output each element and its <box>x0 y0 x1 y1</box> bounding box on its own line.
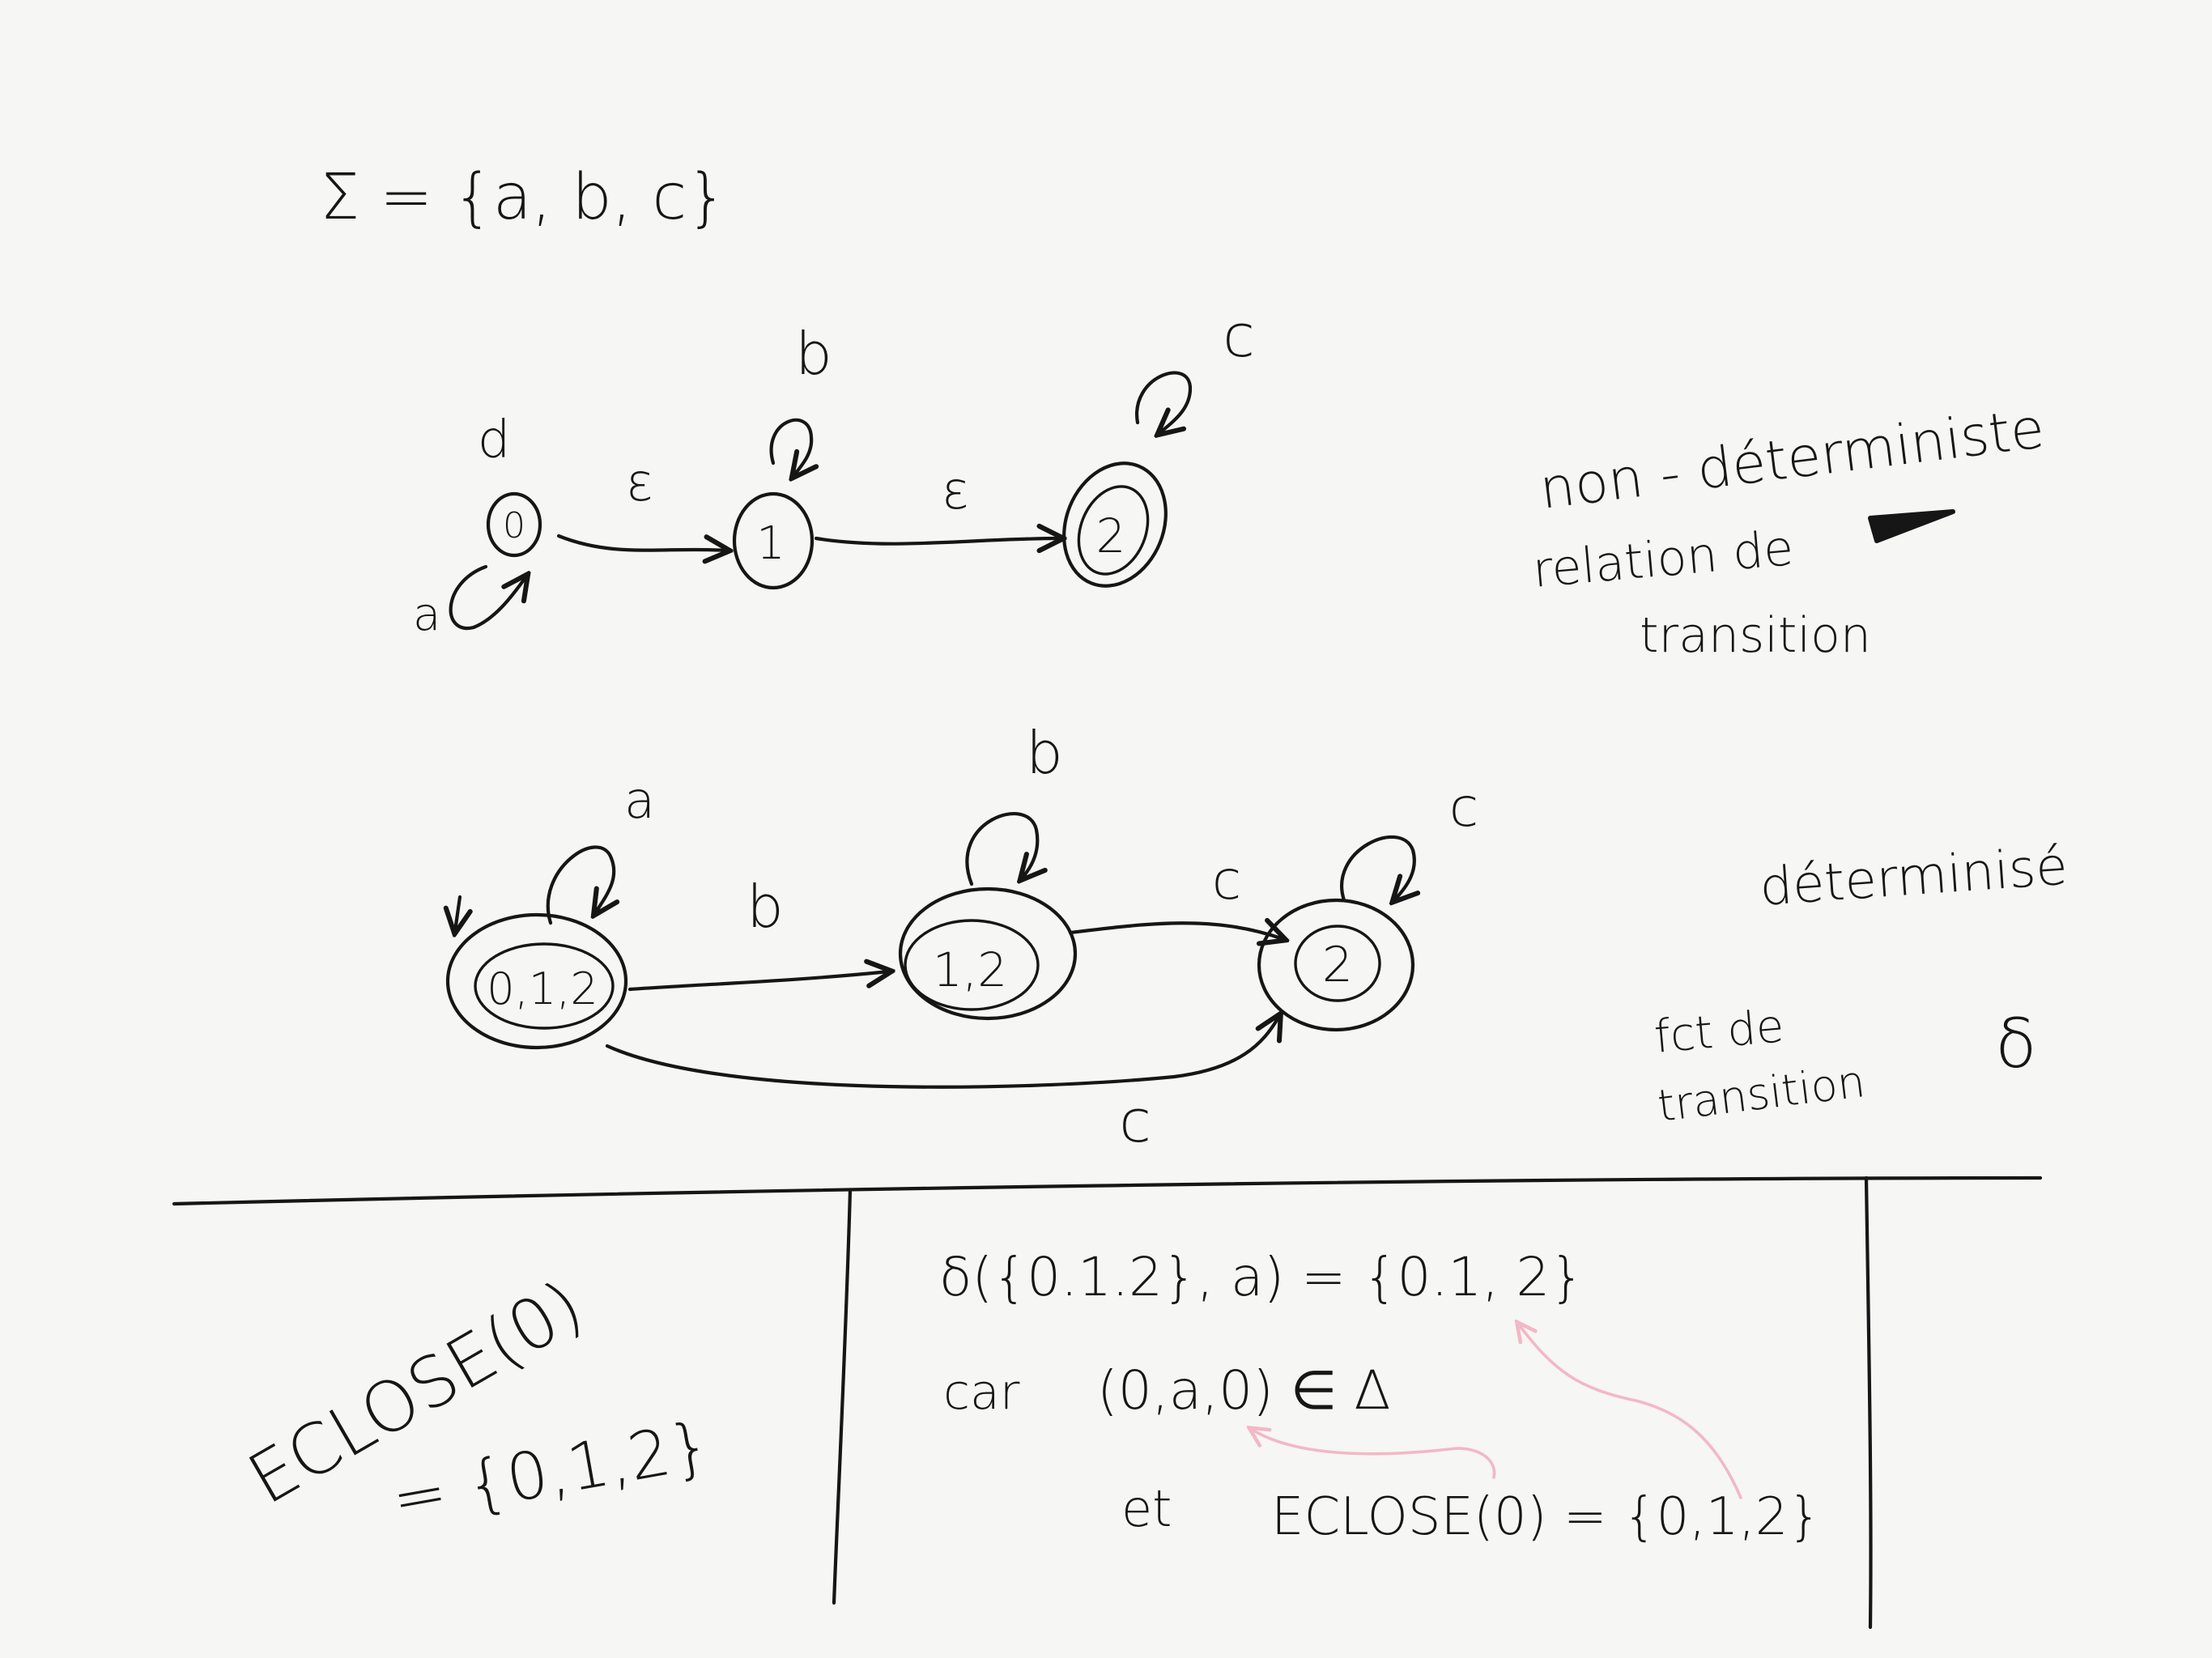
dfa-note-line3: transition <box>1655 1056 1868 1132</box>
dfa-diagram: 0,1,2 a b 1,2 b c 2 c c <box>448 719 1478 1155</box>
nfa-loop-2 <box>1135 371 1193 433</box>
dfa-loop-2-label: c <box>1449 776 1478 839</box>
derivation-et: et <box>1121 1479 1172 1538</box>
nfa-note: non - déterministe relation de transitio… <box>1530 397 2048 664</box>
dfa-loop-12 <box>965 811 1037 886</box>
derivation-cell: δ({0.1.2}, a) = {0.1, 2} car (0,a,0) ∈ Δ… <box>939 1246 1821 1547</box>
derivation-relation: (0,a,0) ∈ Δ <box>1097 1359 1390 1422</box>
nfa-state-1-label: 1 <box>756 517 785 570</box>
dfa-edge-012-2 <box>605 1016 1279 1089</box>
dfa-loop-12-label: b <box>1026 719 1063 787</box>
derivation-eclose: ECLOSE(0) = {0,1,2} <box>1271 1487 1821 1547</box>
nfa-loop-0 <box>449 564 526 631</box>
table-divider-right <box>1864 1175 1873 1630</box>
derivation-line1: δ({0.1.2}, a) = {0.1, 2} <box>939 1246 1584 1308</box>
nfa-edge-1-2-label: ε <box>942 461 970 521</box>
dfa-note-line1: déterminisé <box>1758 837 2069 918</box>
dfa-loop-2 <box>1340 835 1414 900</box>
dfa-edge-012-12 <box>627 971 889 992</box>
nfa-state-2-inner <box>1077 485 1150 576</box>
derivation-car: car <box>943 1364 1020 1421</box>
dfa-note-delta: δ <box>1995 1004 2036 1083</box>
dfa-state-012-label: 0,1,2 <box>487 963 598 1014</box>
alphabet-label: Σ = {a, b, c} <box>320 161 727 234</box>
nfa-state-0 <box>486 491 542 558</box>
pink-arrow-to-relation <box>1251 1429 1496 1479</box>
dfa-state-012-outer <box>445 912 628 1050</box>
nfa-loop-1 <box>769 418 812 476</box>
dfa-state-012-inner <box>474 942 615 1030</box>
nfa-edge-1-2 <box>814 538 1061 544</box>
eclose-cell: ECLOSE(0) = {0,1,2} <box>236 1265 717 1537</box>
nfa-edge-0-1-label: ε <box>626 453 654 513</box>
dfa-initial-arrow <box>455 895 460 931</box>
nfa-loop-1-label: b <box>795 320 832 388</box>
nfa-initial-marker: d <box>478 410 511 470</box>
dfa-state-12-outer <box>898 886 1078 1021</box>
delta-relation-icon <box>1868 509 1955 543</box>
pink-arrow-to-result <box>1518 1324 1742 1499</box>
table-divider-left <box>832 1188 853 1605</box>
nfa-note-line2: relation de <box>1530 520 1796 599</box>
nfa-state-0-label: 0 <box>503 505 525 546</box>
nfa-note-line1: non - déterministe <box>1536 397 2048 522</box>
nfa-state-1 <box>732 491 815 590</box>
dfa-note-line2: fct de <box>1653 1000 1786 1064</box>
dfa-edge-012-2-label: c <box>1119 1087 1151 1155</box>
dfa-edge-12-2 <box>1068 923 1283 939</box>
nfa-state-2-outer <box>1062 461 1168 588</box>
nfa-note-line3: transition <box>1640 607 1871 664</box>
nfa-edge-0-1 <box>556 534 727 551</box>
dfa-loop-012-label: a <box>624 771 655 830</box>
dfa-state-2-inner <box>1294 925 1381 1002</box>
dfa-loop-012 <box>546 845 614 925</box>
dfa-state-12-label: 1,2 <box>933 942 1007 997</box>
dfa-edge-012-12-label: b <box>747 873 784 941</box>
dfa-state-2-label: 2 <box>1322 937 1353 993</box>
nfa-loop-2-label: c <box>1223 302 1255 370</box>
dfa-note: déterminisé fct de transition δ <box>1653 837 2069 1132</box>
nfa-diagram: 0 d a ε 1 b ε 2 c <box>413 302 1255 641</box>
nfa-loop-0-label: a <box>413 589 440 641</box>
dfa-edge-12-2-label: c <box>1212 849 1241 912</box>
table-horizontal-line <box>172 1175 2043 1206</box>
dfa-state-2-outer <box>1257 898 1415 1032</box>
dfa-state-12-inner <box>904 919 1040 1011</box>
nfa-state-2-label: 2 <box>1096 508 1126 563</box>
bottom-table <box>172 1175 2043 1630</box>
